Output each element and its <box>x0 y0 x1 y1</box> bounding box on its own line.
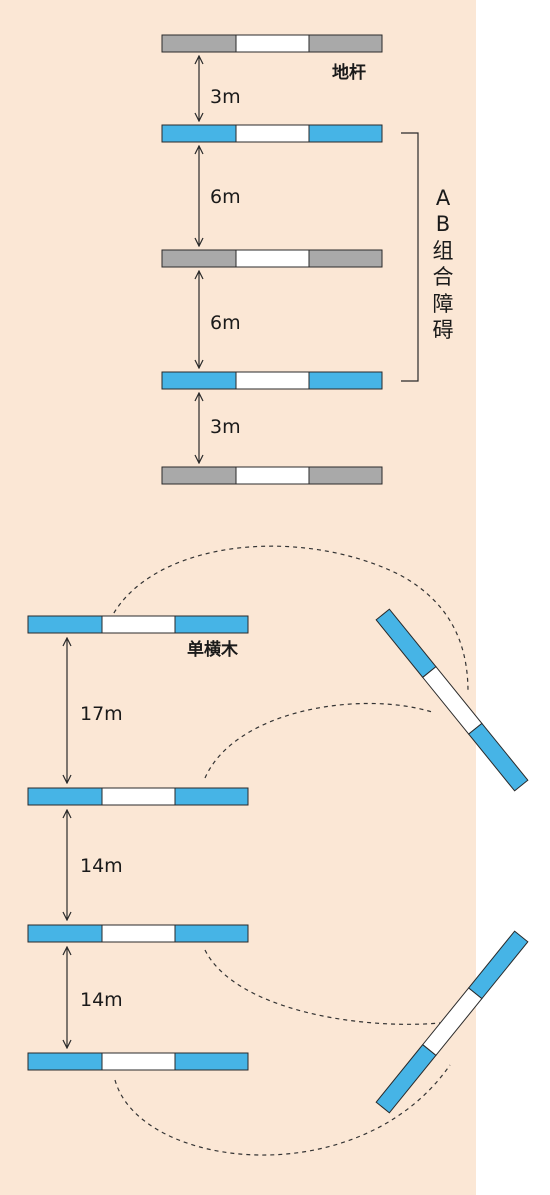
diagonal-rail-1 <box>375 608 529 792</box>
distance-label-2: 6m <box>210 186 241 208</box>
diagonal-rail-2 <box>375 930 529 1114</box>
distance-label-7: 14m <box>80 989 123 1011</box>
distance-label-3: 6m <box>210 312 241 334</box>
combo-label-char-zhang: 障 <box>433 292 454 316</box>
route-paths <box>109 545 469 1156</box>
route-path-2 <box>204 702 433 779</box>
route-path-1 <box>109 545 469 693</box>
combo-pole-a <box>161 124 383 143</box>
distance-label-5: 17m <box>80 703 123 725</box>
single-rail-label: 单横木 <box>187 639 239 660</box>
combo-label-char-ai: 碍 <box>433 318 454 342</box>
distance-label-4: 3m <box>210 416 241 438</box>
combo-pole-b <box>161 371 383 390</box>
single-rail-3 <box>27 924 249 943</box>
distance-label-1: 3m <box>210 86 241 108</box>
ground-pole-1 <box>161 34 383 53</box>
ground-pole-label: 地杆 <box>332 62 366 83</box>
single-rails-group <box>27 608 529 1114</box>
single-rail-2 <box>27 787 249 806</box>
route-path-3 <box>204 949 441 1025</box>
ground-pole-2 <box>161 249 383 268</box>
combo-label: A B 组 合 障 碍 <box>433 186 454 342</box>
ground-pole-3 <box>161 466 383 485</box>
arena-background <box>0 0 476 1195</box>
ground-poles-group <box>161 34 383 485</box>
combo-bracket <box>401 132 419 382</box>
single-rail-4 <box>27 1052 249 1071</box>
distance-label-6: 14m <box>80 855 123 877</box>
combo-label-char-b: B <box>436 212 450 236</box>
single-rail-1 <box>27 615 249 634</box>
combo-label-char-he: 合 <box>433 265 454 289</box>
combo-label-char-a: A <box>436 186 451 210</box>
combo-label-char-zu: 组 <box>433 239 454 263</box>
route-path-4 <box>114 1064 451 1156</box>
